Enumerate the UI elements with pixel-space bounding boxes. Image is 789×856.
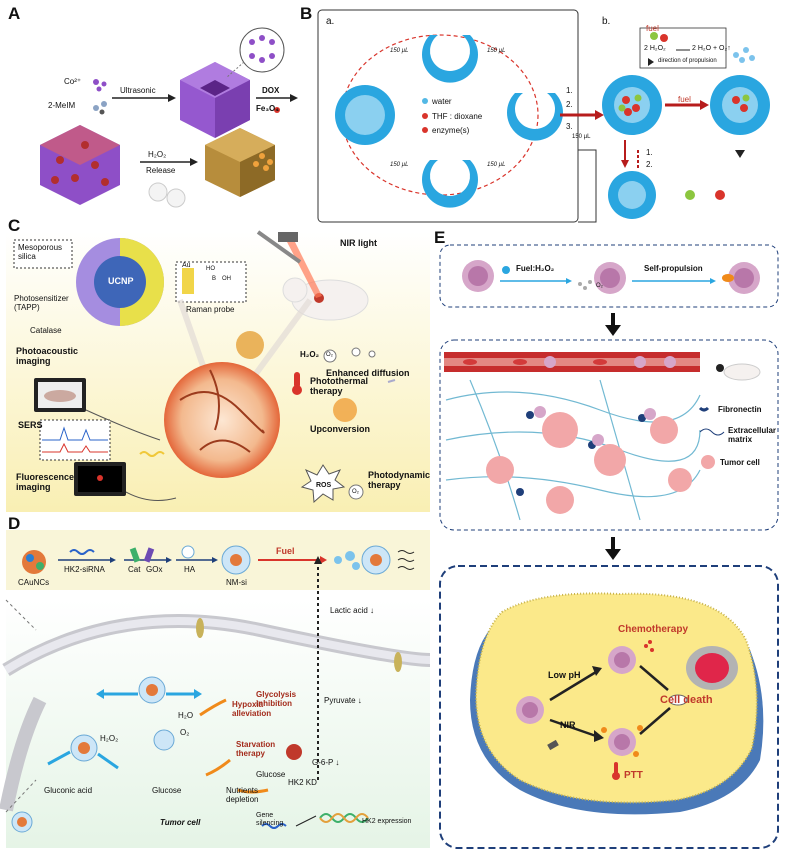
glucose-label-1: Glucose — [256, 770, 286, 779]
fibronectin-label: Fibronectin — [718, 405, 762, 414]
fuel-label-e: Fuel:H₂O₂ — [516, 264, 555, 273]
h2o-label: H₂O — [178, 711, 194, 720]
pdt-label: Photodynamic therapy — [368, 470, 431, 491]
vol-label-3: 150 µL — [390, 162, 409, 168]
panel-c-label: C — [8, 216, 21, 235]
legend-thf: THF : dioxane — [432, 112, 483, 121]
hypoxia-label: Hypoxia alleviation — [232, 700, 272, 719]
vol-label-5: 150 µL — [572, 134, 591, 140]
gluconic-label: Gluconic acid — [44, 786, 93, 795]
hk2exp-label: HK2 expression — [362, 818, 412, 825]
step-3: 3. — [566, 122, 573, 131]
fuel-label-2: fuel — [678, 95, 691, 104]
fuel-label-1: fuel — [646, 24, 659, 33]
nir-label-e: NIR — [560, 720, 576, 730]
h2o2-label-c: H₂O₂ — [300, 350, 320, 359]
eq-right: 2 H₂O + O₂↑ — [692, 45, 731, 52]
selfprop-label: Self-propulsion — [644, 264, 703, 273]
step-2: 2. — [566, 100, 573, 109]
sers-label: SERS — [18, 420, 43, 430]
fluor-label: Fluorescence imaging — [16, 472, 75, 493]
panel-a-label: A — [8, 4, 21, 23]
cat-label: Cat — [128, 565, 141, 574]
o2-label-c: O₂ — [326, 352, 333, 358]
pyruvate-label: Pyruvate ↓ — [324, 696, 362, 705]
panel-b-label: B — [300, 4, 313, 23]
ros-label: ROS — [316, 482, 332, 489]
hk2kd-label: HK2 KD — [288, 778, 317, 787]
nir-label-c: NIR light — [340, 238, 377, 248]
glucose-label-2: Glucose — [152, 786, 182, 795]
legend-enzyme: enzyme(s) — [432, 126, 470, 135]
co-label: Co²⁺ — [64, 77, 82, 86]
chemo-label: Chemotherapy — [618, 624, 689, 635]
b-sub-b: b. — [602, 16, 611, 27]
raman-label: Raman probe — [186, 305, 235, 314]
ha-label: HA — [184, 565, 196, 574]
eq-left: 2 H₂O₂ — [644, 45, 666, 52]
propulsion-label: direction of propulsion — [658, 58, 717, 64]
release-label: Release — [146, 166, 176, 175]
sirna-label: HK2-siRNA — [64, 565, 105, 574]
dox-label: DOX — [262, 86, 280, 95]
au-label: Au — [182, 262, 191, 269]
fuel-label-d: Fuel — [276, 546, 295, 556]
photosensitizer-label: Photosensitizer (TAPP) — [14, 294, 69, 313]
ultrasonic-label: Ultrasonic — [120, 86, 156, 95]
diffusion-label: Enhanced diffusion — [326, 368, 410, 378]
h2o2-label-a: H₂O₂ — [148, 150, 167, 159]
celldeath-label: Cell death — [660, 694, 713, 706]
nmsi-label: NM-si — [226, 578, 247, 587]
tumorcell-label-d: Tumor cell — [160, 818, 201, 827]
b-sub-a: a. — [326, 16, 335, 27]
upconv-label: Upconversion — [310, 424, 371, 434]
catalase-label: Catalase — [30, 326, 62, 335]
vol-label-1: 150 µL — [390, 48, 409, 54]
caunc-label: CAuNCs — [18, 578, 50, 587]
starvation-label: Starvation therapy — [236, 740, 276, 759]
o2b-label: O₂ — [352, 489, 359, 495]
ptt-label-c: Photothermal therapy — [310, 376, 369, 397]
g6p-label: G-6-P ↓ — [312, 758, 340, 767]
legend-water: water — [432, 97, 452, 106]
lactic-label: Lactic acid ↓ — [330, 606, 375, 615]
rev-step-1: 1. — [646, 148, 653, 157]
panel-e-label: E — [434, 228, 446, 247]
vol-label-4: 150 µL — [487, 162, 506, 168]
melm-label: 2-MeIM — [48, 101, 76, 110]
step-1: 1. — [566, 86, 573, 95]
ptt-label-e: PTT — [624, 770, 643, 781]
oh-label: OH — [222, 276, 231, 282]
ucnp-label: UCNP — [108, 276, 134, 286]
pa-label: Photoacoustic imaging — [16, 346, 79, 367]
gox-label: GOx — [146, 565, 163, 574]
o2-label-d: O₂ — [180, 728, 190, 737]
ho-label: HO — [206, 266, 215, 272]
gene-label: Gene silencing — [256, 812, 284, 828]
mesoporous-label: Mesoporous silica — [18, 243, 63, 262]
tumorcell-label-e: Tumor cell — [720, 458, 760, 467]
glycolysis-label: Glycolysis inhibition — [256, 690, 297, 709]
rev-step-2: 2. — [646, 160, 653, 169]
nutrients-label: Nutrients depletion — [226, 786, 259, 805]
o2-label-e: O₂ — [596, 283, 603, 289]
panel-d-label: D — [8, 514, 21, 533]
b-atom-label: B — [212, 276, 217, 282]
h2o2-label-d: H₂O₂ — [100, 734, 119, 743]
lowph-label: Low pH — [548, 670, 581, 680]
ecm-label: Extracellular matrix — [728, 426, 777, 445]
fe3o4-label: Fe₃O₄ — [256, 104, 280, 113]
vol-label-2: 150 µL — [487, 48, 506, 54]
